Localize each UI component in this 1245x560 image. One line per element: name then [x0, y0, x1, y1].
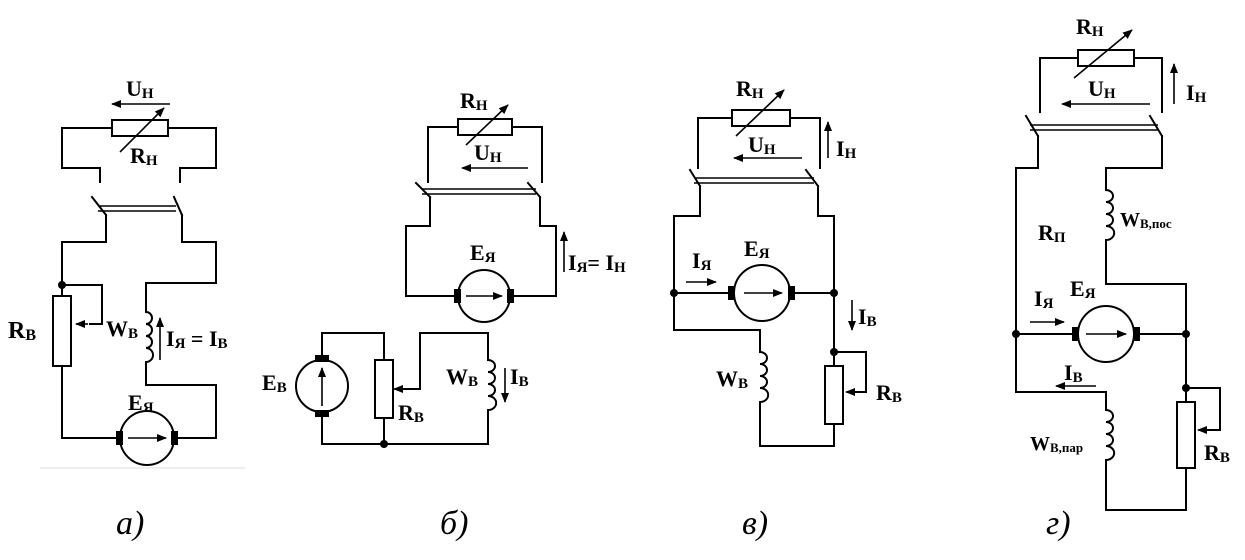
label-b-RH: RН [460, 88, 488, 114]
caption-b: б) [440, 505, 468, 542]
label-a-RH: RН [130, 143, 158, 169]
label-b-W: WВ [446, 364, 478, 390]
field-resistor-c [824, 365, 844, 425]
diagram-c [670, 89, 867, 447]
label-c-RH: RН [736, 76, 764, 102]
label-c-E: EЯ [744, 236, 770, 262]
label-c-IH: IН [836, 136, 857, 162]
label-a-RB: RВ [8, 318, 36, 344]
load-wires-d [1039, 57, 1163, 113]
load-resistor-a [111, 119, 169, 137]
variable-arrow-a [119, 107, 165, 153]
main-wires-d [1015, 135, 1163, 393]
caption-d: г) [1046, 505, 1071, 542]
label-c-IB: IВ [858, 304, 877, 330]
label-c-RB: RВ [876, 380, 902, 406]
coil-c [758, 350, 770, 417]
label-b-Eb: EВ [262, 370, 287, 396]
label-d-Rp: RП [1038, 220, 1066, 246]
label-d-E: EЯ [1070, 276, 1096, 302]
field-resistor-b [374, 359, 394, 419]
label-d-I: IЯ [1034, 286, 1054, 312]
label-d-RB: RВ [1204, 440, 1230, 466]
label-b-E: EЯ [470, 240, 496, 266]
label-d-IB: IВ [1064, 360, 1083, 386]
label-c-W: WВ [716, 366, 748, 392]
load-resistor-d [1077, 49, 1135, 67]
diagram-b [295, 104, 568, 448]
label-a-E: EЯ [128, 390, 154, 416]
caption-c: в) [742, 505, 768, 542]
label-b-I: IЯ= IН [568, 250, 626, 276]
label-a-W: WВ [106, 316, 138, 342]
diagram-d [1012, 29, 1221, 511]
main-wires-b [405, 196, 557, 297]
load-wires-a [61, 127, 217, 183]
main-wires-c [673, 185, 835, 294]
load-wires-b [427, 126, 543, 183]
label-a-I: IЯ = IВ [166, 326, 228, 352]
field-resistor-a [52, 295, 72, 367]
label-a-U: UН [126, 76, 154, 102]
excitation-wires-b [321, 332, 489, 445]
coil-par-d [1105, 391, 1187, 511]
label-d-IH: IН [1186, 80, 1207, 106]
load-wires-c [697, 117, 821, 169]
label-d-Wpar: WВ,пар [1030, 433, 1083, 455]
diagram-a [40, 100, 245, 469]
label-c-U: UН [748, 132, 776, 158]
field-resistor-d [1176, 401, 1196, 469]
caption-a: а) [116, 505, 144, 542]
label-c-I: IЯ [692, 248, 712, 274]
coil-pos-d [1104, 188, 1187, 335]
label-d-Wpos: WВ,пос [1120, 209, 1172, 231]
label-b-RB: RВ [398, 400, 424, 426]
label-d-U: UН [1088, 76, 1116, 102]
label-d-RH: RН [1076, 14, 1104, 40]
coil-a [144, 310, 154, 364]
coil-b [486, 358, 498, 423]
load-resistor-c [731, 109, 791, 127]
label-b-Ib: IВ [510, 364, 529, 390]
main-wires-a [61, 214, 217, 313]
label-b-U: UН [474, 140, 502, 166]
